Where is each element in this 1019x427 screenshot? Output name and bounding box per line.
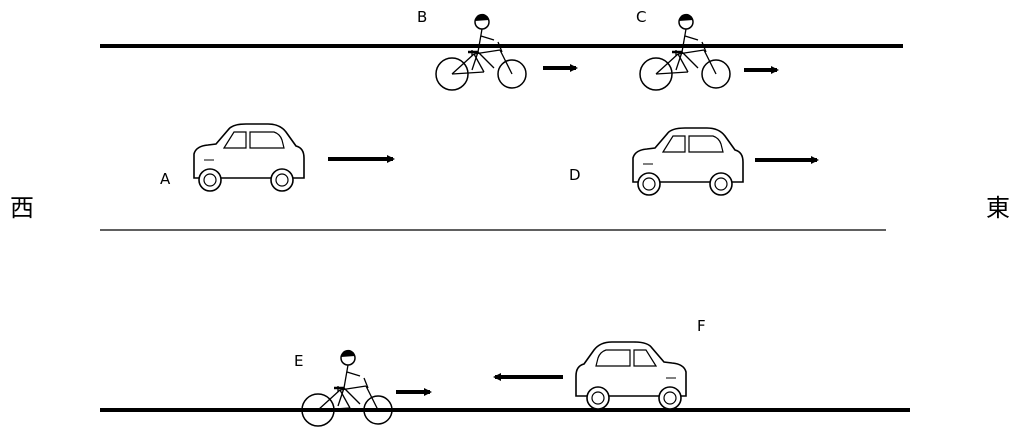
label-c: C	[636, 8, 646, 26]
direction-west-label: 西	[10, 194, 34, 222]
label-f: F	[697, 317, 706, 335]
label-b: B	[417, 8, 427, 26]
bicycle-e-icon	[300, 348, 394, 427]
car-a-icon	[193, 123, 305, 192]
label-d: D	[569, 166, 581, 184]
label-a: A	[160, 170, 171, 188]
bicycle-b-icon	[434, 12, 528, 92]
bicycle-c-icon	[638, 12, 732, 92]
car-d-icon	[632, 127, 744, 196]
direction-east-label: 東	[986, 194, 1010, 222]
car-f-icon	[575, 341, 687, 410]
label-e: E	[294, 352, 303, 370]
